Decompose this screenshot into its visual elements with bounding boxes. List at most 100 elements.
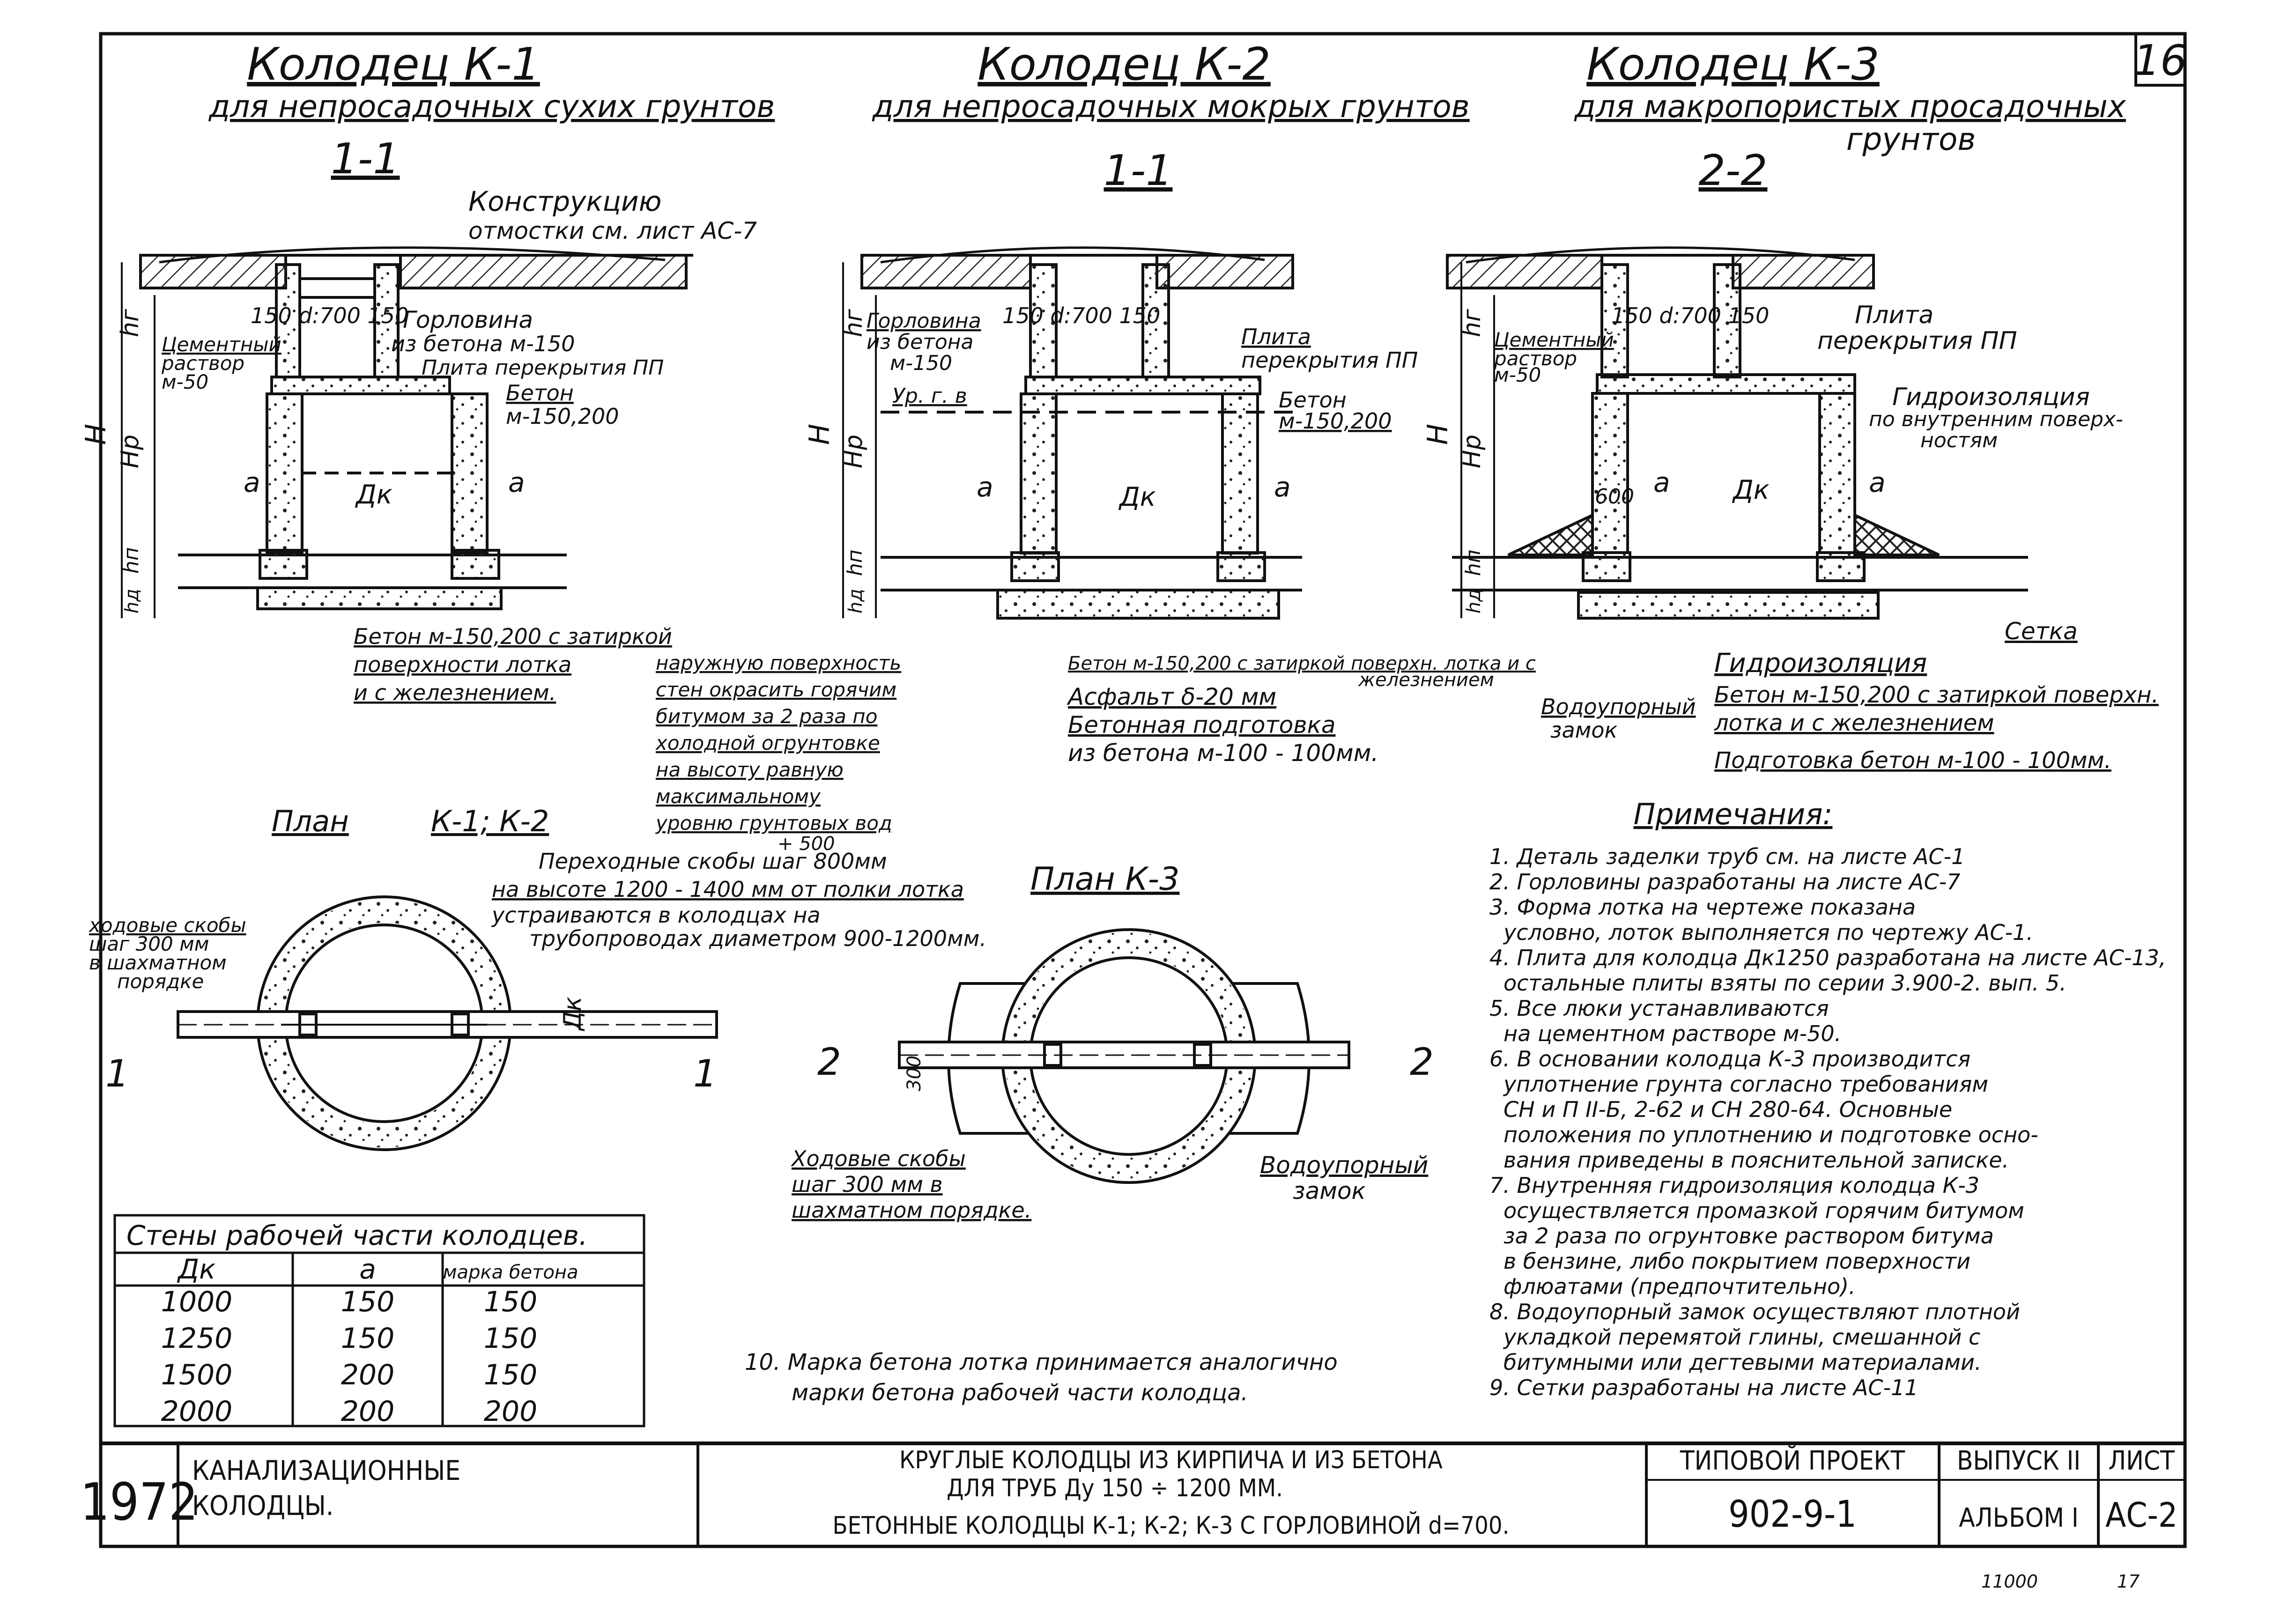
walls-table-header: марка бетона — [443, 1262, 578, 1283]
k3-podgotovka-label: Подготовка бетон м-100 - 100мм. — [1714, 747, 2111, 774]
note-10-line: 10. Марка бетона лотка принимается анало… — [745, 1349, 1338, 1375]
k2-section-label: 1-1 — [1104, 146, 1173, 195]
k3-zamok-label: Водоупорный — [1541, 694, 1696, 719]
note-line: вания приведены в пояснительной записке. — [1504, 1147, 2009, 1173]
k2-dim-h: H — [803, 424, 836, 445]
walls-table-cell: 200 — [341, 1395, 395, 1428]
k3-dim-hr: hг — [1458, 309, 1486, 337]
k3-beton-bottom-label-2: лотка и с железнением — [1714, 710, 1994, 736]
plan-k3-cut-left: 2 — [817, 1040, 841, 1084]
k2-ugv-label: Ур. г. в — [892, 384, 967, 408]
k2-dim-hr: hг — [840, 309, 868, 337]
walls-table-cell: 150 — [341, 1322, 395, 1355]
note-line: битумными или дегтевыми материалами. — [1504, 1350, 1982, 1375]
project-number: 902-9-1 — [1728, 1493, 1857, 1536]
drawing-name-2: КОЛОДЦЫ. — [192, 1490, 333, 1522]
walls-table-header: a — [359, 1253, 376, 1285]
perehod-note-4: трубопроводах диаметром 900-1200мм. — [529, 926, 986, 951]
k3-dim-h: H — [1422, 424, 1454, 445]
note-line: 7. Внутренняя гидроизоляция колодца К-3 — [1489, 1173, 1979, 1198]
k3-dim-label: 150 d:700 150 — [1611, 303, 1769, 328]
sheet-number: 16 — [2133, 36, 2187, 85]
drawing-description: КРУГЛЫЕ КОЛОДЦЫ ИЗ КИРПИЧА И ИЗ БЕТОНА — [899, 1446, 1443, 1474]
k1-dim-hd: hд — [121, 589, 143, 614]
walls-table-cell: 1250 — [161, 1322, 233, 1355]
k2-dim-hn: hп — [843, 549, 867, 576]
plan-k12-dim-dk: Дк — [559, 996, 587, 1031]
k3-gidro-label-2: по внутренним поверх- — [1869, 407, 2123, 431]
sheet-code: АС-2 — [2105, 1495, 2177, 1535]
k3-plita-label-2: перекрытия ПП — [1817, 327, 2017, 355]
k2-gorlovina-label-3: м-150 — [890, 351, 952, 375]
k1-dim-a: a — [244, 466, 260, 498]
plan-k1-k2-drawing — [177, 895, 718, 1151]
k2-bottom-label-2: железнением — [1358, 669, 1494, 691]
k2-plita-label: Плита — [1241, 324, 1311, 349]
k3-gidro-bottom-label: Гидроизоляция — [1714, 648, 1927, 679]
note-line: СН и П II-Б, 2-62 и СН 280-64. Основные — [1504, 1097, 1952, 1122]
k3-beton-bottom-label: Бетон м-150,200 с затиркой поверхн. — [1714, 682, 2159, 708]
k1-dim-dk: Дк — [355, 480, 393, 510]
k1-dim-label: 150 d:700 150 — [251, 303, 408, 328]
sheet-frame — [99, 32, 2187, 1548]
note-line: 5. Все люки устанавливаются — [1489, 996, 1829, 1021]
walls-table-cell: 1000 — [161, 1286, 233, 1318]
plan-k3-skoby-label: Ходовые скобы — [791, 1146, 966, 1171]
note-line: 6. В основании колодца К-3 производится — [1489, 1046, 1970, 1072]
note-line: укладкой перемятой глины, смешанной с — [1503, 1324, 1980, 1350]
perehod-note-2: на высоте 1200 - 1400 мм от полки лотка — [492, 877, 964, 902]
k2-beton-label-2: м-150,200 — [1279, 408, 1392, 434]
note-line: 1. Деталь заделки труб см. на листе АС-1 — [1489, 844, 1965, 869]
perehod-note-3: устраиваются в колодцах на — [491, 902, 821, 928]
k3-dim-a: a — [1653, 466, 1670, 498]
plan-k3-title: План К-3 — [1030, 861, 1179, 898]
k1-dim-hp: Hр — [116, 435, 144, 468]
walls-table-cell: 200 — [484, 1395, 538, 1428]
drawing-description-3: БЕТОННЫЕ КОЛОДЦЫ К-1; К-2; К-3 С ГОРЛОВИ… — [833, 1511, 1510, 1540]
note-line: 8. Водоупорный замок осуществляют плотно… — [1489, 1299, 2020, 1324]
k3-zamok-label-2: замок — [1550, 717, 1617, 743]
k1-plita-label: Плита перекрытия ПП — [422, 356, 664, 380]
k2-outer-note-4: холодной огрунтовке — [655, 732, 880, 754]
sheet-label: ЛИСТ — [2108, 1446, 2175, 1476]
k2-dim-a: a — [977, 471, 993, 503]
k3-dim-600: 600 — [1595, 485, 1634, 509]
k3-setka-label: Сетка — [2005, 618, 2078, 645]
plan-k12-title-2: К-1; К-2 — [431, 804, 549, 838]
k3-subtitle-2: грунтов — [1846, 121, 1976, 157]
k2-outer-note-5: на высоту равную — [656, 758, 844, 781]
note-line: за 2 раза по огрунтовке раствором битума — [1504, 1223, 1994, 1249]
k2-gorlovina-label-2: из бетона — [867, 330, 973, 354]
k1-section-label: 1-1 — [331, 134, 400, 184]
project-label: ТИПОВОЙ ПРОЕКТ — [1680, 1445, 1905, 1476]
k2-subtitle: для непросадочных мокрых грунтов — [872, 89, 1469, 125]
drawing-description-2: ДЛЯ ТРУБ Ду 150 ÷ 1200 ММ. — [947, 1474, 1283, 1502]
plan-k12-cut-left: 1 — [105, 1052, 129, 1095]
k3-title: Колодец К-3 — [1586, 39, 1880, 90]
note-line: осуществляется промазкой горячим битумом — [1504, 1198, 2024, 1223]
k1-dim-hn: hп — [119, 547, 143, 574]
plan-k12-cut-right: 1 — [693, 1052, 717, 1095]
album-label: АЛЬБОМ I — [1959, 1503, 2078, 1533]
walls-table-frame — [113, 1214, 645, 1427]
issue-label: ВЫПУСК II — [1957, 1446, 2081, 1476]
note-line: флюатами (предпочтительно). — [1504, 1274, 1856, 1299]
k2-outer-note-1: наружную поверхность — [656, 651, 901, 674]
k3-cement-label-3: м-50 — [1494, 363, 1541, 386]
k1-cement-label: Цементный — [162, 333, 281, 356]
otmostka-label-2: отмостки см. лист АС-7 — [468, 217, 757, 244]
drawing-name: КАНАЛИЗАЦИОННЫЕ — [192, 1455, 460, 1486]
k1-dim-a-right: a — [508, 466, 525, 498]
k3-gidro-label: Гидроизоляция — [1892, 383, 2090, 411]
k1-cement-label-3: м-50 — [162, 370, 208, 393]
note-line: уплотнение грунта согласно требованиям — [1503, 1072, 1988, 1097]
k1-bottom-label-3: и с железнением. — [354, 680, 556, 705]
k2-podgotovka-label-2: из бетона м-100 - 100мм. — [1068, 739, 1378, 767]
footer-mark-2: 17 — [2117, 1571, 2140, 1592]
note-line: на цементном растворе м-50. — [1504, 1021, 1841, 1046]
note-line: положения по уплотнению и подготовке осн… — [1504, 1122, 2038, 1147]
walls-table-cell: 2000 — [161, 1395, 233, 1428]
plan-k3-skoby-label-2: шаг 300 мм в — [792, 1172, 943, 1197]
